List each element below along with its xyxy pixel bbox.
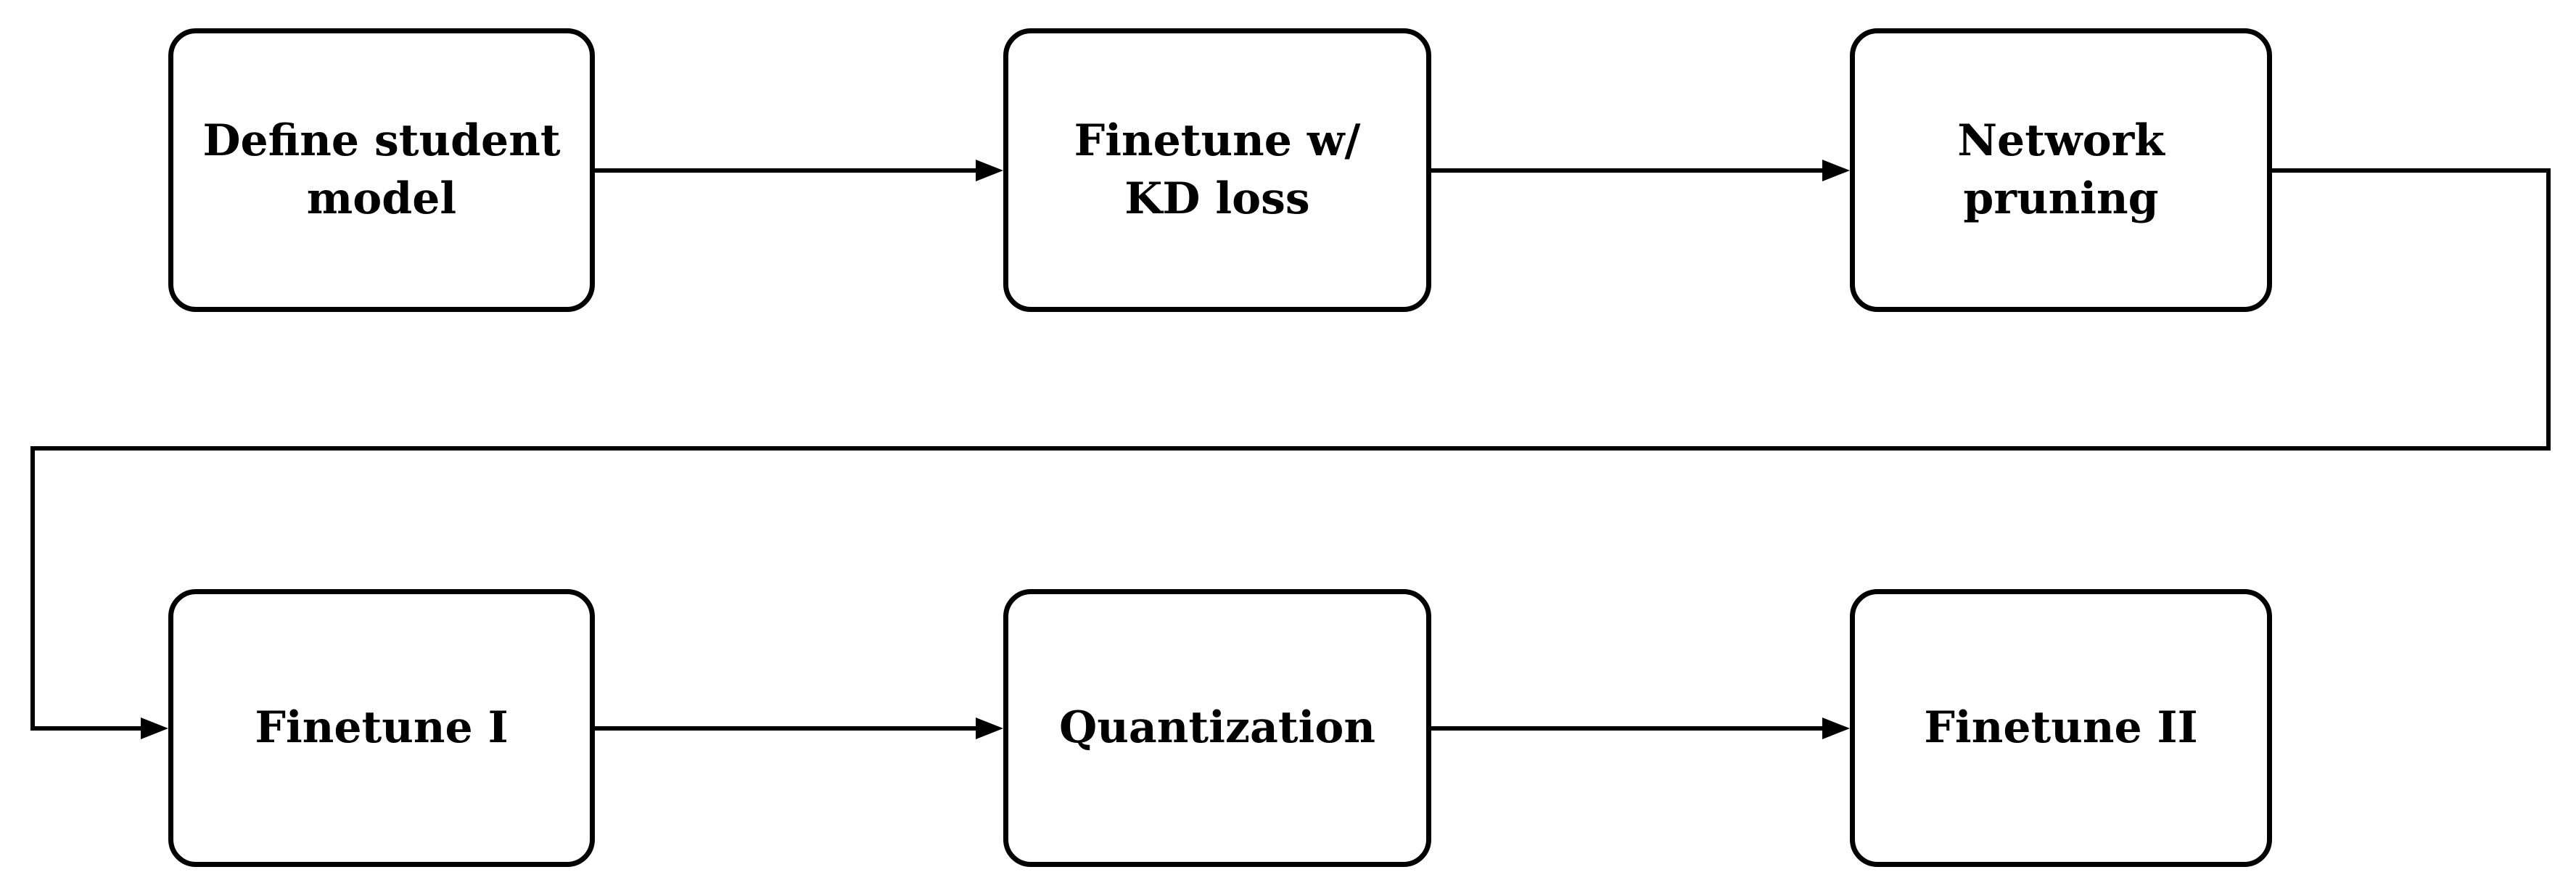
node-define-student-model: Define student model	[168, 28, 595, 312]
arrowhead-icon	[976, 718, 1003, 739]
node-label-line: pruning	[1963, 173, 2159, 224]
node-label-line: Define student	[202, 115, 561, 167]
arrowhead-icon	[1822, 718, 1850, 739]
node-label-line: KD loss	[1124, 173, 1310, 224]
node-label-line: Finetune w/	[1074, 115, 1361, 167]
edge-line	[30, 168, 2551, 731]
node-finetune-i: Finetune I	[168, 589, 595, 867]
node-network-pruning: Network pruning	[1850, 28, 2272, 312]
node-finetune-ii: Finetune II	[1850, 589, 2272, 867]
edge-quantization-to-finetune-ii	[1431, 718, 1850, 739]
node-label-line: Network	[1957, 115, 2165, 167]
node-label-line: Finetune I	[255, 702, 509, 753]
node-finetune-w-kd-loss: Finetune w/KD loss	[1003, 28, 1431, 312]
edge-network-pruning-to-finetune-i	[30, 168, 2551, 739]
edge-define-student-model-to-finetune-w-kd-loss	[595, 160, 1003, 181]
arrowhead-icon	[1822, 160, 1850, 181]
node-label-line: Finetune II	[1924, 702, 2198, 753]
arrowhead-icon	[141, 718, 168, 739]
arrowhead-icon	[976, 160, 1003, 181]
node-quantization: Quantization	[1003, 589, 1431, 867]
edge-finetune-w-kd-loss-to-network-pruning	[1431, 160, 1850, 181]
edge-finetune-i-to-quantization	[595, 718, 1003, 739]
node-label-line: Quantization	[1059, 702, 1375, 753]
node-label-line: model	[306, 173, 457, 224]
